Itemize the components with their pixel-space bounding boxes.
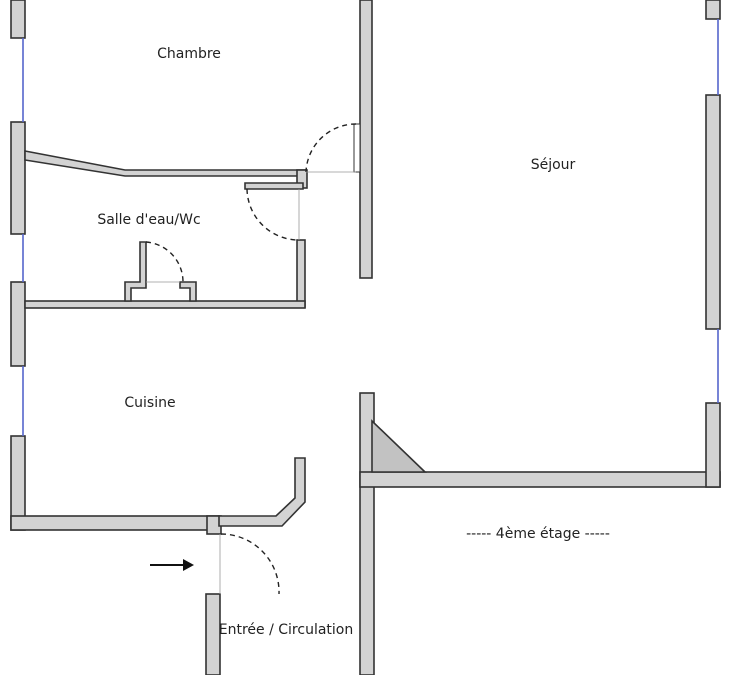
room-label-cuisine: Cuisine (124, 395, 176, 411)
bathroom-right-wall (296, 239, 306, 308)
room-label-entree: Entrée / Circulation (218, 622, 354, 638)
room-label-chambre: Chambre (157, 46, 221, 62)
kitchen-bottom-wall (10, 515, 220, 531)
bathroom-bottom-wall (24, 300, 306, 309)
door-swing-salle-eau (246, 188, 298, 241)
bathroom-partition (244, 182, 304, 190)
entrance-left-wall (205, 593, 221, 675)
door-swing-chambre (305, 123, 357, 173)
right-wall-segment (705, 402, 721, 488)
entry-arrow-head-icon (183, 559, 194, 571)
left-wall-segment (10, 0, 26, 39)
left-wall-segment (10, 281, 26, 367)
room-label-salle-eau: Salle d'eau/Wc (97, 212, 201, 228)
floor-label: ----- 4ème étage ----- (466, 526, 610, 542)
bathroom-top-wall (24, 150, 306, 177)
technical-shaft (371, 419, 427, 473)
door-frame-chambre (353, 123, 361, 173)
central-wall (359, 0, 373, 279)
door-swing-wc (145, 241, 184, 283)
kitchen-angled-wall (218, 457, 306, 527)
door-swing-entrance (220, 533, 280, 595)
right-wall-segment (705, 94, 721, 330)
room-label-sejour: Séjour (530, 157, 576, 173)
corridor-wall (359, 392, 375, 675)
sejour-bottom-wall (359, 471, 721, 488)
wc-enclosure (179, 281, 197, 302)
left-wall-segment (10, 121, 26, 235)
right-wall-segment (705, 0, 721, 20)
wc-enclosure (124, 241, 147, 302)
